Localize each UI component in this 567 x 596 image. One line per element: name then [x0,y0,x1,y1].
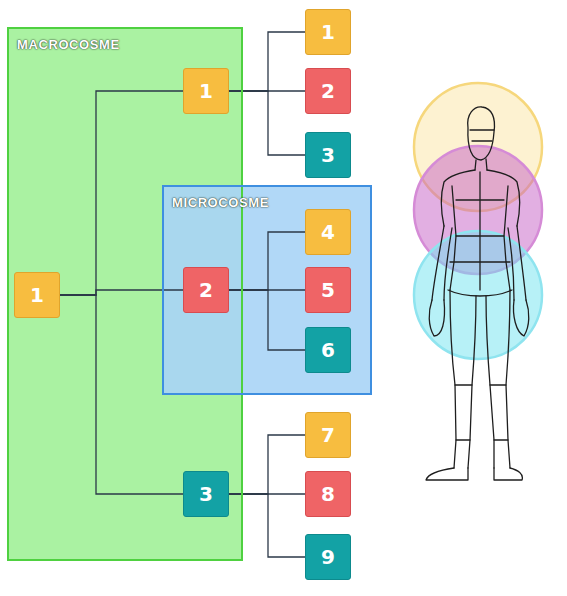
box-number: 2 [199,280,213,300]
number-box: 2 [305,68,351,114]
box-number: 1 [30,285,44,305]
region-box: MICROCOSME 2 4 5 6 [162,185,372,395]
number-box: 8 [305,471,351,517]
number-box: 1 [183,68,229,114]
box-number: 3 [199,484,213,504]
box-number: 1 [321,22,335,42]
connector-line [229,91,305,155]
macro-fill [7,27,243,561]
number-box: 5 [305,267,351,313]
box-number: 6 [321,340,335,360]
number-box: 1 [305,9,351,55]
connector-line [229,494,305,557]
number-box: 2 [183,267,229,313]
connector-line [229,435,305,494]
box-number: 7 [321,425,335,445]
region-label: MICROCOSME [172,195,269,210]
box-number: 1 [199,81,213,101]
connector-line [60,91,183,295]
connector-line [229,32,305,91]
number-box: 6 [305,327,351,373]
number-box: 7 [305,412,351,458]
number-box: 9 [305,534,351,580]
box-number: 8 [321,484,335,504]
region-label: MACROCOSME [17,37,120,52]
number-box: 1 [14,272,60,318]
number-box: 3 [305,132,351,178]
box-number: 3 [321,145,335,165]
box-number: 2 [321,81,335,101]
box-number: 5 [321,280,335,300]
box-number: 9 [321,547,335,567]
number-box: 4 [305,209,351,255]
connector-line [60,290,183,295]
connector-line [229,232,305,290]
connector-line [229,290,305,350]
number-box: 3 [183,471,229,517]
box-number: 4 [321,222,335,242]
micro-fill [162,185,372,395]
figure-sketch [426,107,529,480]
